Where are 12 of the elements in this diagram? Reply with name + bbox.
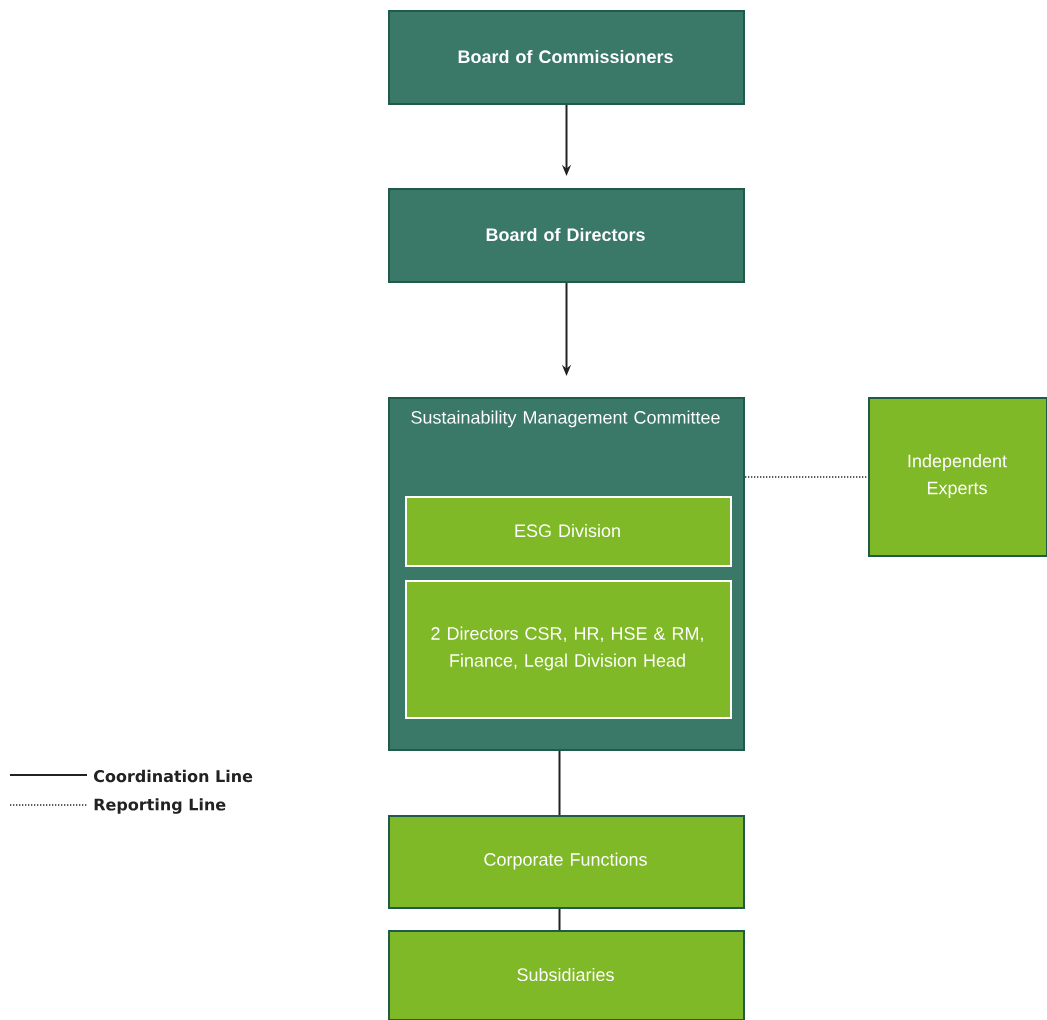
legend-label: Coordination Line	[94, 769, 253, 783]
division-box: ESG Division	[405, 496, 732, 567]
functions-box: Corporate Functions	[388, 815, 745, 909]
connector-line	[744, 476, 869, 478]
connector-line	[558, 908, 561, 931]
subsidiaries-box: Subsidiaries	[388, 930, 745, 1020]
connector-line	[558, 750, 561, 816]
board-box: Board of Commissioners	[388, 10, 745, 105]
experts-box: Independent Experts	[868, 397, 1047, 557]
legend-label: Reporting Line	[94, 798, 226, 814]
board-box: Board of Directors	[388, 188, 745, 283]
members-box: 2 Directors CSR, HR, HSE & RM, Finance, Legal Division Head	[405, 580, 732, 719]
